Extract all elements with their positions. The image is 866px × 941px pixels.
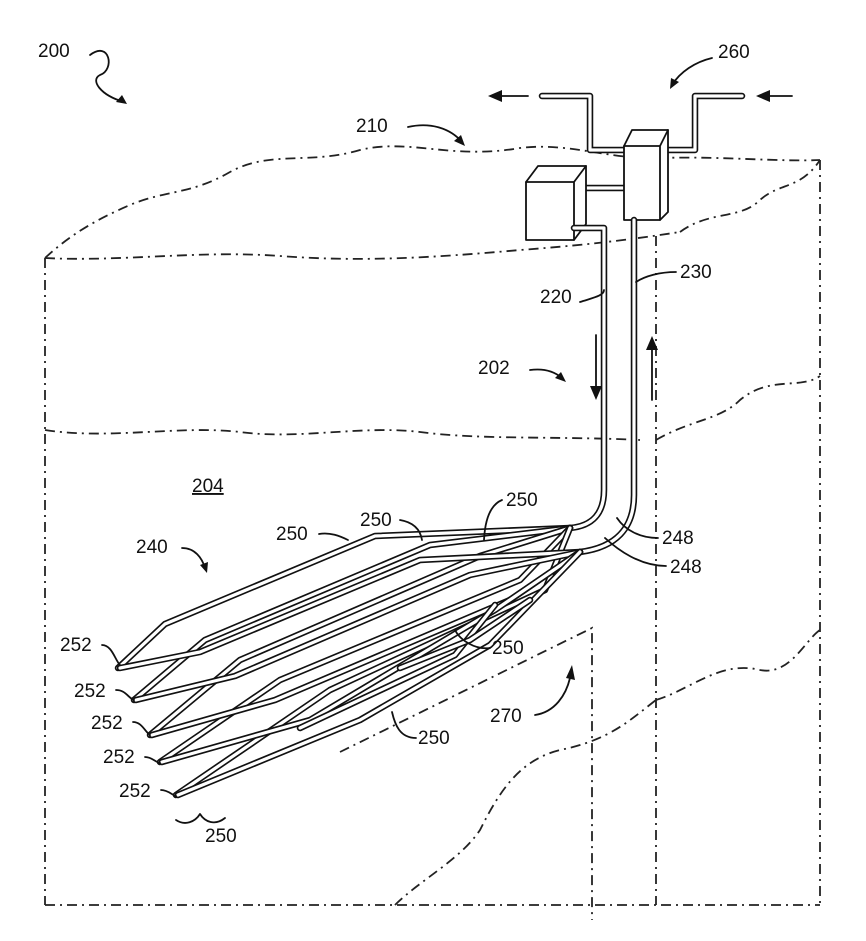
right-face-top-edge [680, 160, 820, 232]
surface-back-edge [45, 146, 820, 258]
inlet-pipe [664, 96, 742, 150]
fracture-zone-outline [340, 628, 592, 920]
label-flow-circuit: 260 [718, 42, 750, 63]
inflow-arrow [756, 90, 792, 102]
injection-pipe [570, 228, 604, 528]
label-lateral-bottom: 250 [205, 826, 237, 847]
surface-front-edge [45, 232, 680, 259]
outflow-arrow [488, 90, 528, 102]
label-injection-pipe: 220 [540, 287, 572, 308]
label-production-pipe: 230 [680, 262, 712, 283]
label-fracture-zone: 270 [490, 706, 522, 727]
label-lateral-3: 250 [506, 490, 538, 511]
label-lateral-4: 250 [492, 638, 524, 659]
label-flow-direction: 202 [478, 358, 510, 379]
label-formation: 204 [192, 476, 224, 497]
label-lateral-array: 240 [136, 537, 168, 558]
label-junction-b: 248 [670, 557, 702, 578]
label-system: 200 [38, 41, 70, 62]
label-lateral-2: 250 [360, 510, 392, 531]
heat-exchanger-unit [624, 130, 668, 220]
label-end-3: 252 [91, 713, 123, 734]
label-junction-a: 248 [662, 528, 694, 549]
right-face-lower-boundary [656, 630, 820, 700]
down-flow-arrow [590, 335, 602, 400]
label-end-4: 252 [103, 747, 135, 768]
label-surface: 210 [356, 116, 388, 137]
stratum-boundary-front [45, 430, 640, 440]
label-end-2: 252 [74, 681, 106, 702]
lateral-array [118, 528, 580, 795]
label-lateral-5: 250 [418, 728, 450, 749]
outlet-pipe [542, 96, 624, 150]
label-end-5: 252 [119, 781, 151, 802]
label-lateral-1: 250 [276, 524, 308, 545]
label-end-1: 252 [60, 635, 92, 656]
stratum-boundary-right [656, 376, 820, 440]
